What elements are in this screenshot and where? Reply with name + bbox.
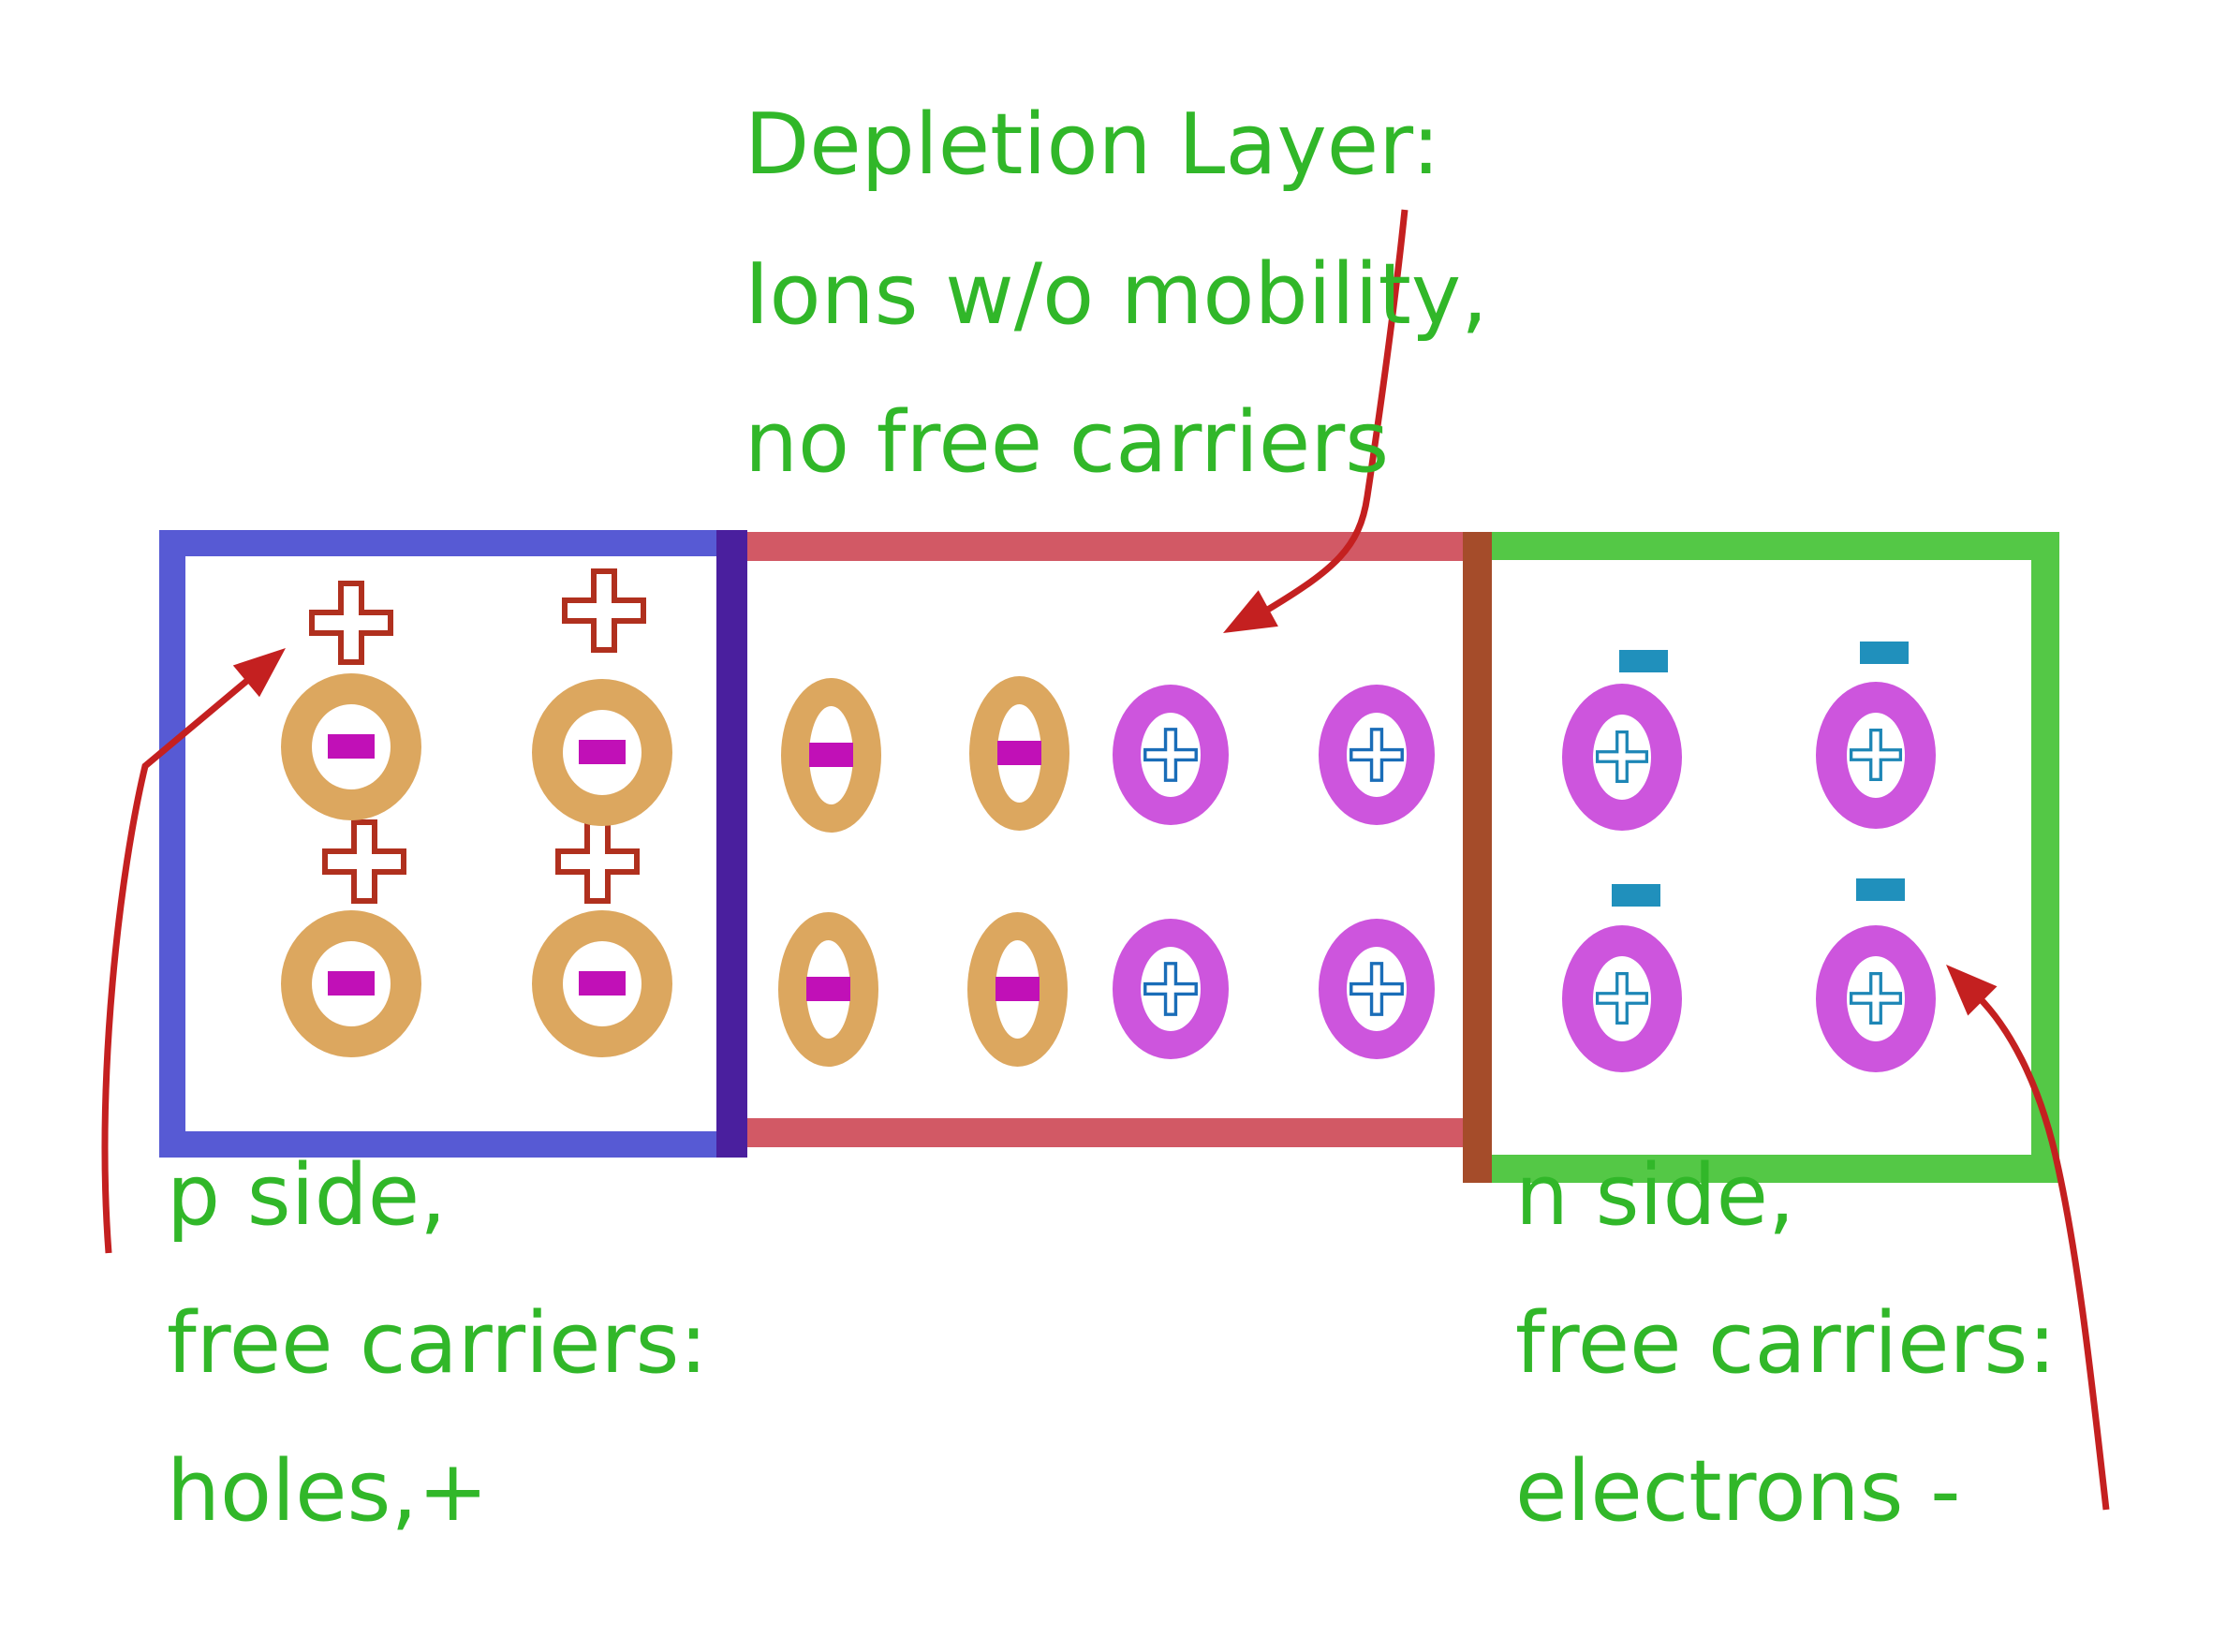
n-side-label-line-3: electrons -: [1515, 1442, 1961, 1541]
acceptor-ion-icon: [281, 672, 421, 820]
plus-charge-icon: [1849, 728, 1903, 782]
p-side-label-line-1: p side,: [167, 1146, 447, 1245]
plus-charge-icon: [1595, 730, 1649, 784]
plus-glyph: [309, 581, 393, 665]
donor-ion-icon: [1319, 685, 1435, 825]
minus-charge-icon: [995, 977, 1040, 1001]
n-side-label-line-1: n side,: [1515, 1146, 1795, 1245]
acceptor-ion-icon: [777, 911, 878, 1067]
donor-ion-icon: [1319, 919, 1435, 1059]
junction-band-n: [1463, 532, 1492, 1183]
n-side-box: [1463, 532, 2059, 1183]
p-side-box: [159, 530, 747, 1158]
plus-glyph: [322, 819, 406, 904]
donor-ion-icon: [1113, 919, 1229, 1059]
plus-charge-icon: [1349, 728, 1404, 782]
p-side-label-line-2: free carriers:: [167, 1294, 708, 1393]
acceptor-ion-icon: [966, 911, 1068, 1067]
n-side-label-line-2: free carriers:: [1515, 1294, 2057, 1393]
electron-minus-icon: [1612, 884, 1660, 907]
minus-charge-icon: [808, 743, 853, 767]
minus-charge-icon: [579, 740, 626, 764]
donor-ion-icon: [1562, 924, 1682, 1072]
minus-charge-icon: [805, 977, 850, 1001]
minus-charge-icon: [579, 971, 626, 996]
plus-glyph: [555, 819, 640, 904]
plus-charge-icon: [1143, 962, 1198, 1016]
hole-plus-icon: [309, 581, 393, 665]
minus-charge-icon: [996, 741, 1041, 765]
acceptor-ion-icon: [780, 677, 881, 833]
hole-plus-icon: [555, 819, 640, 904]
electron-minus-icon: [1856, 878, 1905, 901]
plus-charge-icon: [1595, 971, 1649, 1025]
hole-plus-icon: [322, 819, 406, 904]
depletion-note-line-2: Ions w/o mobility,: [745, 245, 1488, 344]
acceptor-ion-icon: [281, 909, 421, 1057]
plus-charge-icon: [1849, 971, 1903, 1025]
depletion-note-line-3: no free carriers: [745, 393, 1390, 492]
depletion-note-line-1: Depletion Layer:: [745, 96, 1440, 194]
minus-charge-icon: [328, 971, 375, 996]
hole-plus-icon: [562, 568, 646, 653]
plus-glyph: [562, 568, 646, 653]
junction-band-p: [716, 530, 747, 1158]
acceptor-ion-icon: [532, 678, 672, 826]
electron-minus-icon: [1619, 650, 1668, 672]
acceptor-ion-icon: [968, 675, 1069, 831]
electron-minus-icon: [1860, 642, 1909, 664]
p-side-label-line-3: holes,+: [167, 1442, 489, 1541]
plus-charge-icon: [1349, 962, 1404, 1016]
acceptor-ion-icon: [532, 909, 672, 1057]
donor-ion-icon: [1816, 924, 1936, 1072]
minus-charge-icon: [328, 734, 375, 759]
donor-ion-icon: [1562, 683, 1682, 831]
donor-ion-icon: [1816, 681, 1936, 829]
donor-ion-icon: [1113, 685, 1229, 825]
plus-charge-icon: [1143, 728, 1198, 782]
